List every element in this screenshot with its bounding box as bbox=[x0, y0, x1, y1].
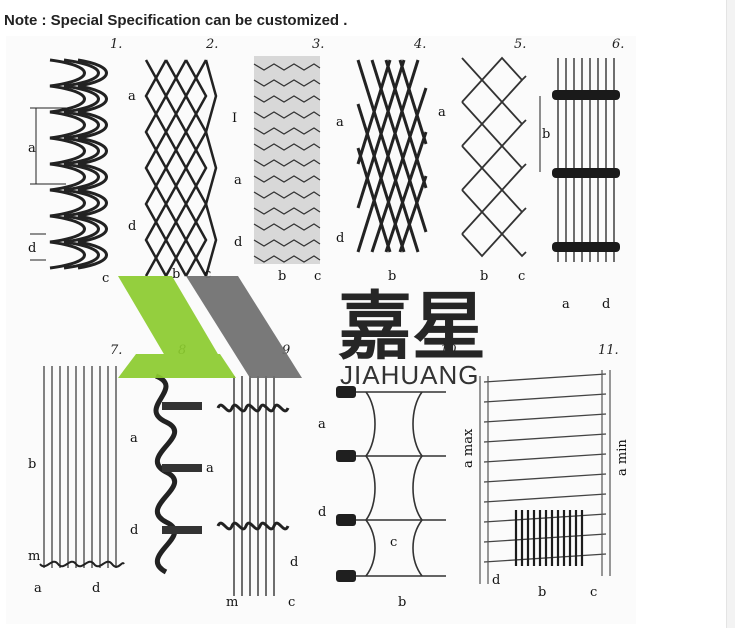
brand-english-name: JIAHUANG bbox=[340, 360, 479, 390]
dim-label-I-3: I bbox=[232, 111, 237, 126]
panel-number-7: 7. bbox=[110, 343, 122, 358]
panel-number-1: 1. bbox=[110, 37, 122, 52]
dim-label-a-8: a bbox=[130, 431, 138, 446]
panel-10-diagram: 10 a d c b bbox=[318, 343, 457, 610]
dim-label-d-11: d bbox=[492, 573, 500, 588]
dim-label-b-6: b bbox=[542, 127, 550, 142]
dim-label-m-9: m bbox=[226, 595, 238, 610]
panel-number-4: 4. bbox=[413, 37, 426, 52]
dim-label-c-5: c bbox=[518, 269, 525, 284]
dim-label-b-4: b bbox=[388, 269, 396, 284]
dim-label-d-9: d bbox=[290, 555, 298, 570]
panel-number-5: 5. bbox=[514, 37, 526, 52]
panel-6-diagram: 6. b a d bbox=[539, 37, 624, 312]
panel-number-10: 10 bbox=[440, 343, 457, 358]
dim-label-c-1: c bbox=[102, 271, 109, 286]
panel-3-diagram: 3. I a d b c bbox=[232, 37, 324, 284]
panel-9-diagram: 9 a d m c bbox=[206, 343, 298, 610]
dim-label-amax-11: a max bbox=[461, 428, 476, 468]
brand-chinese-name: 嘉星 bbox=[338, 284, 486, 370]
panel-7-diagram: 7. b m a d bbox=[28, 343, 125, 596]
jiahuang-watermark-logo bbox=[118, 276, 302, 378]
dim-label-b-7: b bbox=[28, 457, 36, 472]
dim-label-d-3: d bbox=[234, 235, 242, 250]
dim-label-m-7: m bbox=[28, 549, 40, 564]
dim-label-d-1: d bbox=[28, 241, 36, 256]
panel-5-diagram: 5. a b c bbox=[438, 37, 527, 284]
panel-11-diagram: 11. a max a min d b c bbox=[461, 343, 630, 600]
panel-number-2: 2. bbox=[205, 37, 218, 52]
dim-label-a-4: a bbox=[336, 115, 344, 130]
panel-2-diagram: 2. a d b c bbox=[128, 37, 218, 282]
panel-number-3: 3. bbox=[312, 37, 324, 52]
dim-label-a-5: a bbox=[438, 105, 446, 120]
note-text: Note : Special Specification can be cust… bbox=[4, 12, 348, 29]
dim-label-b-2: b bbox=[172, 267, 180, 282]
dim-label-b-10: b bbox=[398, 595, 406, 610]
dim-label-d-4: d bbox=[336, 231, 344, 246]
dim-label-a-10: a bbox=[318, 417, 326, 432]
dim-label-d-10: d bbox=[318, 505, 326, 520]
dim-label-d-2: d bbox=[128, 219, 136, 234]
dim-label-amin-11: a min bbox=[615, 439, 630, 476]
mesh-specification-figure: 1. a d c 2. a d b c 3. bbox=[6, 36, 636, 624]
panel-number-6: 6. bbox=[612, 37, 624, 52]
dim-label-b-3: b bbox=[278, 269, 286, 284]
dim-label-c-9: c bbox=[288, 595, 295, 610]
dim-label-c-3: c bbox=[314, 269, 321, 284]
dim-label-a-6: a bbox=[562, 297, 570, 312]
dim-label-c-10: c bbox=[390, 535, 397, 550]
dim-label-c-2: c bbox=[204, 267, 211, 282]
dim-label-d-7: d bbox=[92, 581, 100, 596]
dim-label-b-5: b bbox=[480, 269, 488, 284]
dim-label-a-2: a bbox=[128, 89, 136, 104]
dim-label-a-1: a bbox=[28, 141, 36, 156]
dim-label-a-9: a bbox=[206, 461, 214, 476]
dim-label-a-7: a bbox=[34, 581, 42, 596]
panel-number-11: 11. bbox=[598, 343, 619, 358]
dim-label-d-8: d bbox=[130, 523, 138, 538]
panel-1-diagram: 1. a d c bbox=[28, 37, 122, 286]
dim-label-c-11: c bbox=[590, 585, 597, 600]
dim-label-b-11: b bbox=[538, 585, 546, 600]
dim-label-d-6: d bbox=[602, 297, 610, 312]
dim-label-a-3: a bbox=[234, 173, 242, 188]
panel-4-diagram: 4. a d b bbox=[336, 37, 428, 284]
page-scroll-edge bbox=[726, 0, 735, 628]
panel-number-9: 9 bbox=[282, 343, 290, 358]
